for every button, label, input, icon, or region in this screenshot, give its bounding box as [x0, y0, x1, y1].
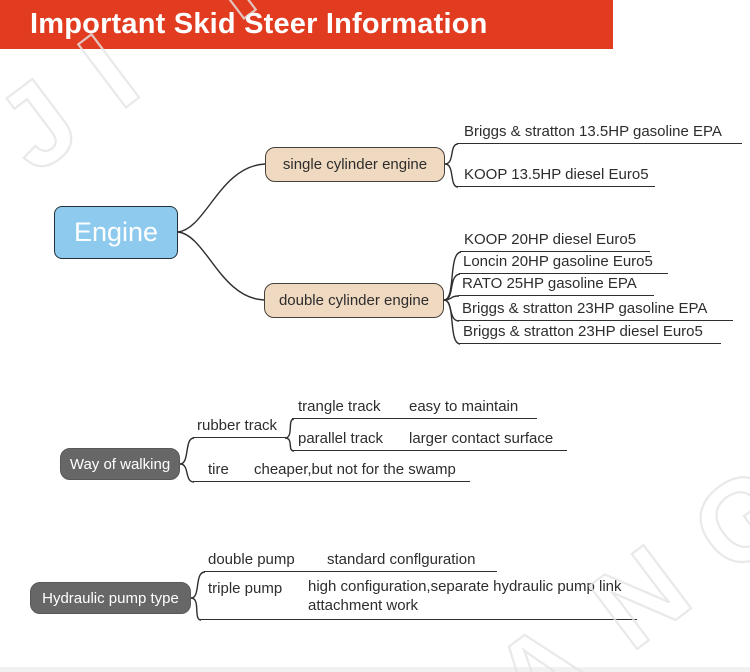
node-hydraulic-pump-label: Hydraulic pump type [42, 589, 179, 607]
watermark-bottom-right: ANG [468, 416, 750, 672]
leaf-triple-pump: triple pump high configuration,separate … [200, 577, 637, 620]
node-single-cylinder-label: single cylinder engine [282, 156, 428, 173]
node-way-of-walking-label: Way of walking [69, 455, 171, 473]
node-hydraulic-pump-type: Hydraulic pump type [30, 582, 191, 614]
leaf-double-engine-option-3: RATO 25HP gasoline EPA [458, 272, 654, 296]
leaf-double-engine-option-2: Loncin 20HP gasoline Euro5 [459, 250, 668, 274]
connector-single-leaf-1 [444, 143, 459, 165]
node-engine-label: Engine [73, 217, 159, 247]
leaf-double-engine-option-4: Briggs & stratton 23HP gasoline EPA [458, 297, 733, 321]
leaf-double-pump: double pump standard conflguration [204, 548, 497, 572]
node-way-of-walking: Way of walking [60, 448, 180, 480]
connector-double-leaf-3 [443, 295, 460, 301]
connector-walking-rubber [179, 437, 195, 465]
node-double-cylinder-engine: double cylinder engine [264, 283, 444, 318]
leaf-tire: tire cheaper,but not for the swamp [193, 458, 470, 482]
leaf-single-engine-option-1: Briggs & stratton 13.5HP gasoline EPA [457, 120, 742, 144]
connector-double-leaf-4 [443, 299, 460, 322]
leaf-parallel-track: parallel track larger contact surface [292, 427, 567, 451]
header-banner: Important Skid Steer Information [0, 0, 613, 49]
connector-walking-tire [179, 463, 195, 483]
leaf-rubber-track: rubber track [193, 414, 285, 438]
bottom-edge-strip [0, 667, 750, 672]
leaf-double-engine-option-1: KOOP 20HP diesel Euro5 [460, 228, 650, 252]
connector-engine-double [177, 231, 265, 301]
node-single-cylinder-engine: single cylinder engine [265, 147, 445, 182]
leaf-trangle-track: trangle track easy to maintain [292, 395, 537, 419]
node-double-cylinder-label: double cylinder engine [278, 292, 430, 309]
leaf-single-engine-option-2: KOOP 13.5HP diesel Euro5 [457, 163, 655, 187]
page-title: Important Skid Steer Information [30, 8, 488, 40]
node-engine: Engine [54, 206, 178, 259]
leaf-double-engine-option-5: Briggs & stratton 23HP diesel Euro5 [459, 320, 721, 344]
connector-engine-single [177, 163, 266, 233]
